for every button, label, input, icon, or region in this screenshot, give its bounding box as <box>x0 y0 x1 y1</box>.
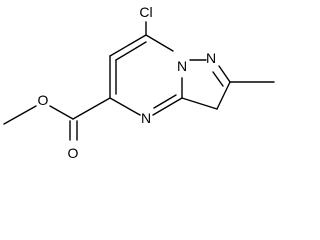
bond-n4-c3a-inner <box>153 94 177 109</box>
ester-oxygen-label: O <box>38 92 49 108</box>
bond-o-ester-methyl <box>3 105 37 125</box>
bond-n7a-c7 <box>145 34 174 52</box>
bond-carbonyl-c-o-ester <box>49 105 74 120</box>
bond-c5-n4 <box>109 97 141 116</box>
bond-n1-c2 <box>218 65 231 83</box>
bridge-nitrogen-label: N <box>177 58 187 74</box>
bond-c7-c6-inner <box>115 41 147 61</box>
bond-c7-c6 <box>109 34 147 57</box>
pyrazole-nitrogen-label: N <box>206 50 216 66</box>
bond-n4-c3a <box>152 97 183 116</box>
carbonyl-oxygen-label: O <box>68 145 79 161</box>
bond-n1-c2-inner <box>212 71 224 87</box>
bond-c3-c3a <box>181 97 218 110</box>
chlorine-label: Cl <box>139 4 152 20</box>
chemical-structure-diagram: Cl N N N O O <box>3 4 275 161</box>
pyrimidine-nitrogen-label: N <box>141 110 151 126</box>
bond-c5-carbonyl-c <box>72 97 111 120</box>
bond-c2-c3 <box>216 81 231 110</box>
